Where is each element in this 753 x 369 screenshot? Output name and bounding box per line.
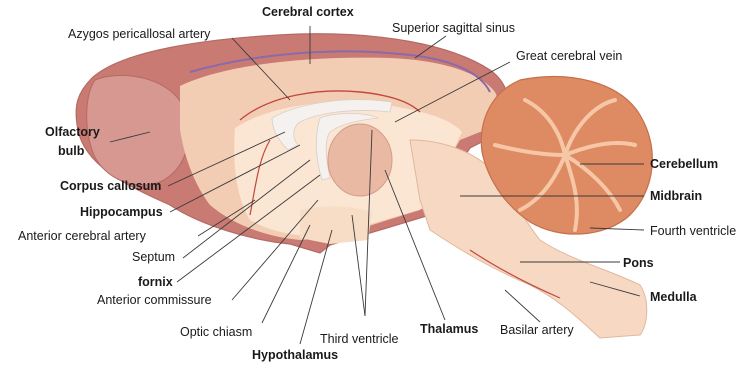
label-anterior-commissure: Anterior commissure — [97, 293, 212, 307]
label-superior-sagittal-sinus: Superior sagittal sinus — [392, 21, 515, 35]
label-medulla: Medulla — [650, 290, 698, 304]
label-septum: Septum — [132, 250, 175, 264]
label-great-cerebral-vein: Great cerebral vein — [516, 49, 622, 63]
label-thalamus: Thalamus — [420, 322, 478, 336]
label-cerebellum: Cerebellum — [650, 157, 718, 171]
label-third-ventricle: Third ventricle — [320, 332, 399, 346]
label-anterior-cerebral-artery: Anterior cerebral artery — [18, 229, 147, 243]
label-hypothalamus: Hypothalamus — [252, 348, 338, 362]
label-optic-chiasm: Optic chiasm — [180, 325, 252, 339]
hypothalamus-region — [300, 206, 372, 244]
label-fornix: fornix — [138, 275, 173, 289]
label-olfactory-bulb-line1: Olfactory — [45, 125, 100, 139]
label-cerebral-cortex: Cerebral cortex — [262, 5, 354, 19]
label-olfactory-bulb-line2: bulb — [58, 144, 85, 158]
label-azygos-pericallosal-artery: Azygos pericallosal artery — [68, 27, 211, 41]
label-corpus-callosum: Corpus callosum — [60, 179, 161, 193]
label-hippocampus: Hippocampus — [80, 205, 163, 219]
label-fourth-ventricle: Fourth ventricle — [650, 224, 736, 238]
label-basilar-artery: Basilar artery — [500, 323, 574, 337]
thalamus — [328, 124, 392, 196]
label-midbrain: Midbrain — [650, 189, 702, 203]
label-pons: Pons — [623, 256, 654, 270]
